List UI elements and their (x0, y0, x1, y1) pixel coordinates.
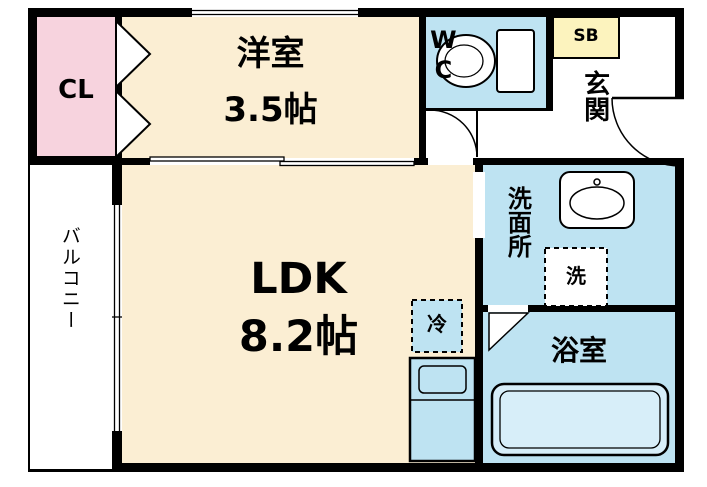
closet-door-icon (115, 18, 152, 160)
hallway-ldk-opening (428, 158, 473, 165)
balcony-area (30, 165, 112, 469)
sliding-door-icon (149, 156, 415, 167)
refrigerator-label: 冷 (427, 312, 447, 336)
toilet-room-label: WC (429, 26, 458, 86)
washing-machine-icon (544, 247, 608, 307)
entrance-door-arc (611, 96, 684, 167)
hallway-area (426, 111, 546, 158)
toilet-icon (436, 29, 535, 93)
washing-machine-label: 洗 (566, 264, 586, 288)
hallway-entrance-opening (546, 111, 553, 158)
bathroom-door-opening (488, 305, 528, 312)
closet-label: CL (58, 75, 94, 105)
western-room-area (122, 17, 419, 158)
window-balcony-sliding-door (112, 205, 122, 431)
closet-area (37, 17, 115, 156)
refrigerator-icon (411, 299, 463, 353)
washroom-label: 洗面所 (503, 186, 532, 258)
entrance-label: 玄関 (579, 70, 610, 122)
balcony-label: バルコニー (58, 226, 81, 331)
window-western-room (192, 8, 358, 17)
ldk-size: 8.2帖 (238, 312, 359, 362)
bathroom-door-icon (488, 312, 530, 352)
shoe-box (552, 16, 620, 59)
kitchen-counter-icon (408, 356, 477, 463)
ldk-label: LDK (250, 254, 347, 304)
shoe-box-label: SB (573, 26, 599, 46)
toilet-door-arc (426, 108, 546, 158)
washroom-door-opening (473, 172, 485, 238)
washbasin-icon (559, 171, 635, 229)
western-room-size: 3.5帖 (223, 90, 318, 130)
bathtub-icon (490, 382, 670, 457)
bathroom-label: 浴室 (550, 334, 607, 367)
western-room-label: 洋室 (236, 34, 305, 74)
